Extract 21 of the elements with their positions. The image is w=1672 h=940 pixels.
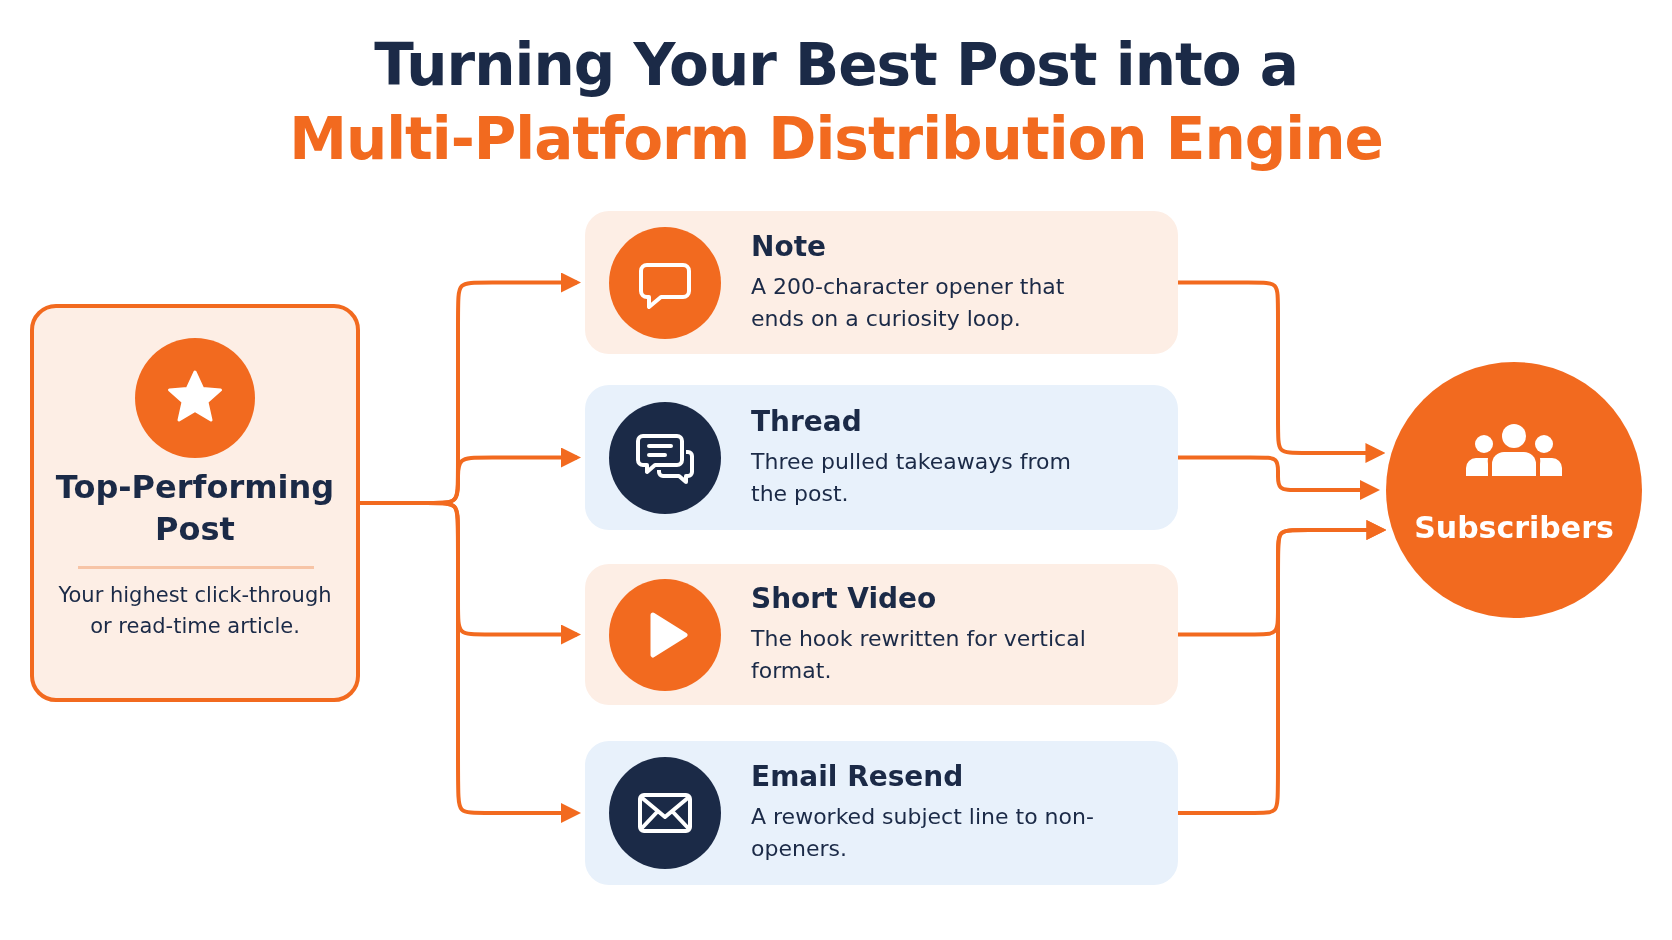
source-card: [30, 304, 360, 702]
node-heading: Top-Performing Post: [54, 467, 336, 550]
channel-card: [585, 211, 1178, 354]
card-heading: Email Resend: [751, 759, 964, 795]
title: Turning Your Best Post into a Multi-Platform Distribution Engine: [288, 30, 1384, 175]
card-heading: Short Video: [751, 580, 937, 617]
card-description: A reworked subject line to non-openers.: [751, 803, 1095, 863]
arrow: [1178, 455, 1380, 500]
card-description: Three pulled takeaways from the post.: [751, 447, 1072, 508]
channel-card: [585, 741, 1178, 885]
node-heading: Subscribers: [1413, 510, 1615, 545]
card-description: A 200-character opener that ends on a curiosity loop.: [751, 272, 1066, 333]
channel-card: [585, 385, 1178, 530]
channel-card: [585, 564, 1178, 705]
node-description: Your highest click-through or read-time article.: [58, 582, 332, 640]
arrow: [1178, 520, 1387, 815]
card-description: The hook rewritten for vertical format.: [751, 624, 1087, 685]
card-heading: Note: [751, 228, 827, 265]
arrow: [360, 501, 581, 823]
card-heading: Thread: [751, 403, 862, 440]
arrow: [1178, 280, 1386, 463]
